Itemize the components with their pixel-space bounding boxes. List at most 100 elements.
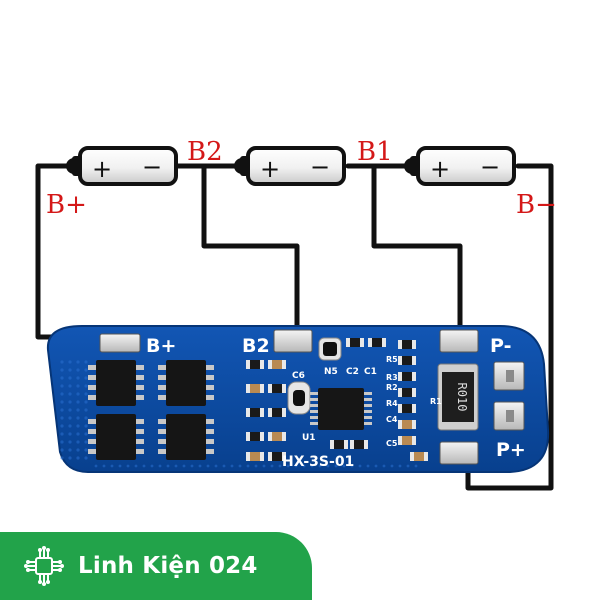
pcb-via: [68, 376, 72, 380]
pcb-via: [76, 424, 80, 428]
pcb-via: [68, 416, 72, 420]
ic-pin: [88, 375, 96, 380]
pcb-via: [94, 464, 98, 468]
pcb-via: [84, 368, 88, 372]
smd-resistor-body: [402, 372, 412, 381]
brand-banner: Linh Kiện 024: [0, 532, 312, 600]
pcb-via: [118, 464, 122, 468]
ic-pin: [364, 392, 372, 395]
pcb-via: [158, 464, 162, 468]
mosfet-ic-2: [166, 360, 206, 406]
pcb-via: [84, 384, 88, 388]
ic-pin: [158, 395, 166, 400]
ic-pin: [364, 398, 372, 401]
pcb-via: [382, 464, 386, 468]
ic-pin: [136, 375, 144, 380]
ic-pin: [310, 392, 318, 395]
pad-label-b-plus: B+: [146, 335, 176, 357]
pcb-via: [230, 464, 234, 468]
ref-r5: R5: [386, 355, 398, 364]
pcb-via: [60, 432, 64, 436]
smd-capacitor-body: [272, 432, 282, 441]
smd-capacitor-body: [250, 452, 260, 461]
pcb-via: [366, 464, 370, 468]
pcb-via: [206, 464, 210, 468]
pad-label-b2: B2: [242, 335, 270, 357]
ref-u1: U1: [302, 433, 316, 443]
pcb-via: [142, 464, 146, 468]
pcb-via: [76, 392, 80, 396]
pcb-via: [84, 432, 88, 436]
smd-resistor-body: [272, 408, 282, 417]
pcb-via: [174, 464, 178, 468]
ic-pin: [206, 365, 214, 370]
pcb-via: [238, 464, 242, 468]
pad-b1: [439, 329, 479, 353]
ref-c2: C2: [346, 367, 359, 377]
pcb-via: [76, 360, 80, 364]
pcb-via: [198, 464, 202, 468]
pcb-via: [84, 416, 88, 420]
pcb-via: [414, 464, 418, 468]
pcb-via: [110, 464, 114, 468]
pcb-via: [150, 464, 154, 468]
shunt-resistor: R010: [437, 363, 479, 431]
ic-pin: [136, 419, 144, 424]
ic-pin: [364, 404, 372, 407]
battery-body: [78, 146, 178, 186]
pcb-via: [278, 464, 282, 468]
smd-resistor-body: [334, 440, 344, 449]
pcb-via: [68, 400, 72, 404]
pcb-via: [68, 360, 72, 364]
ref-c5: C5: [386, 439, 398, 448]
ic-pin: [136, 395, 144, 400]
pcb-via: [76, 456, 80, 460]
pcb-via: [374, 464, 378, 468]
ic-pins: [158, 365, 214, 400]
pcb-via: [60, 400, 64, 404]
label-b2: B2: [187, 137, 223, 167]
battery-1: + −: [66, 146, 178, 186]
pcb-via: [254, 464, 258, 468]
ic-pin: [310, 404, 318, 407]
ic-pin: [136, 449, 144, 454]
pcb-via: [60, 408, 64, 412]
smd-resistor-body: [350, 338, 360, 347]
pcb-via: [246, 464, 250, 468]
pcb-via: [60, 384, 64, 388]
pcb-via: [68, 440, 72, 444]
ic-pin: [88, 429, 96, 434]
ic-pin: [158, 375, 166, 380]
pad-hole: [506, 370, 514, 382]
ic-pin: [206, 429, 214, 434]
ref-c1: C1: [364, 367, 377, 377]
pcb-via: [76, 416, 80, 420]
ic-pin: [158, 449, 166, 454]
pcb-via: [84, 408, 88, 412]
ic-pin: [158, 429, 166, 434]
smd-resistor-body: [250, 360, 260, 369]
smd-capacitor-body: [414, 452, 424, 461]
ic-pin: [88, 419, 96, 424]
pcb-via: [84, 392, 88, 396]
pcb-via: [334, 464, 338, 468]
smd-resistor-body: [250, 432, 260, 441]
pcb-via: [84, 376, 88, 380]
label-b-minus: B−: [516, 190, 557, 220]
pcb-via: [342, 464, 346, 468]
pad-label-p-plus: P+: [496, 439, 526, 461]
pcb-via: [68, 384, 72, 388]
battery-2: + −: [234, 146, 346, 186]
pcb-via: [302, 464, 306, 468]
battery-body: [416, 146, 516, 186]
pcb-via: [76, 448, 80, 452]
ref-c4: C4: [386, 415, 398, 424]
pcb-via: [76, 408, 80, 412]
ref-r1: R1: [430, 397, 442, 406]
controller-ic: [318, 388, 364, 430]
ic-pins: [158, 419, 214, 454]
battery-3: + −: [404, 146, 516, 186]
ic-pin: [88, 365, 96, 370]
ref-r2: R2: [386, 383, 398, 392]
ic-pin: [136, 439, 144, 444]
